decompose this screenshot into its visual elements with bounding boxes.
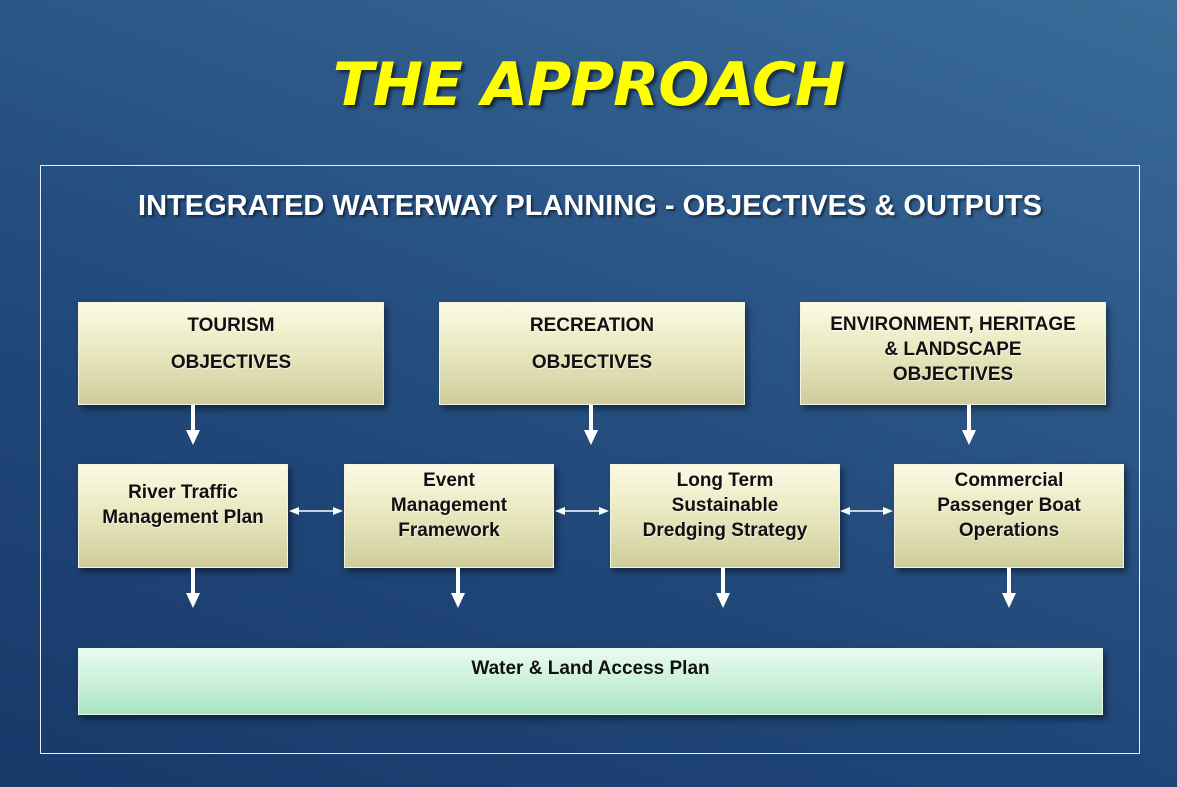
slide-title: THE APPROACH	[332, 50, 845, 120]
diagram-frame	[40, 165, 1140, 754]
box-label-line: ENVIRONMENT, HERITAGE	[830, 314, 1076, 335]
down-arrow-icon	[186, 405, 200, 445]
box-label-line: OBJECTIVES	[892, 364, 1014, 385]
box-label-line: Passenger Boat	[937, 494, 1081, 516]
down-arrow-icon	[1002, 568, 1016, 608]
down-arrow-icon	[716, 568, 730, 608]
box-label-line: OBJECTIVES	[531, 352, 653, 373]
box-label-line: Commercial	[954, 469, 1064, 491]
box-label-line: Operations	[958, 519, 1060, 541]
recreation-objectives-box: RECREATION OBJECTIVES	[439, 302, 745, 405]
down-arrow-icon	[451, 568, 465, 608]
event-framework-box: Event Management Framework	[344, 464, 554, 568]
passenger-boat-box: Commercial Passenger Boat Operations	[894, 464, 1124, 568]
river-traffic-plan-box: River Traffic Management Plan	[78, 464, 288, 568]
double-arrow-icon	[555, 507, 609, 515]
access-plan-bar: Water & Land Access Plan	[78, 648, 1103, 715]
double-arrow-icon	[840, 507, 893, 515]
box-label-line: & LANDSCAPE	[884, 339, 1022, 360]
box-label-line: Framework	[398, 519, 500, 541]
box-label-line: Management	[390, 494, 508, 516]
box-label-line: Event	[423, 469, 475, 491]
box-label-line: Dredging Strategy	[642, 519, 808, 541]
box-label-line: OBJECTIVES	[170, 352, 292, 373]
environment-objectives-box: ENVIRONMENT, HERITAGE & LANDSCAPE OBJECT…	[800, 302, 1106, 405]
down-arrow-icon	[186, 568, 200, 608]
box-label-line: RECREATION	[529, 315, 655, 336]
double-arrow-icon	[289, 507, 343, 515]
box-label-line: TOURISM	[187, 315, 275, 336]
tourism-objectives-box: TOURISM OBJECTIVES	[78, 302, 384, 405]
box-label-line: Long Term	[676, 469, 774, 491]
dredging-strategy-box: Long Term Sustainable Dredging Strategy	[610, 464, 840, 568]
down-arrow-icon	[962, 405, 976, 445]
box-label-line: Sustainable	[671, 494, 779, 516]
diagram-title: INTEGRATED WATERWAY PLANNING - OBJECTIVE…	[138, 190, 1042, 222]
box-label-line: River Traffic	[128, 482, 238, 503]
down-arrow-icon	[584, 405, 598, 445]
box-label-line: Management Plan	[102, 507, 264, 528]
